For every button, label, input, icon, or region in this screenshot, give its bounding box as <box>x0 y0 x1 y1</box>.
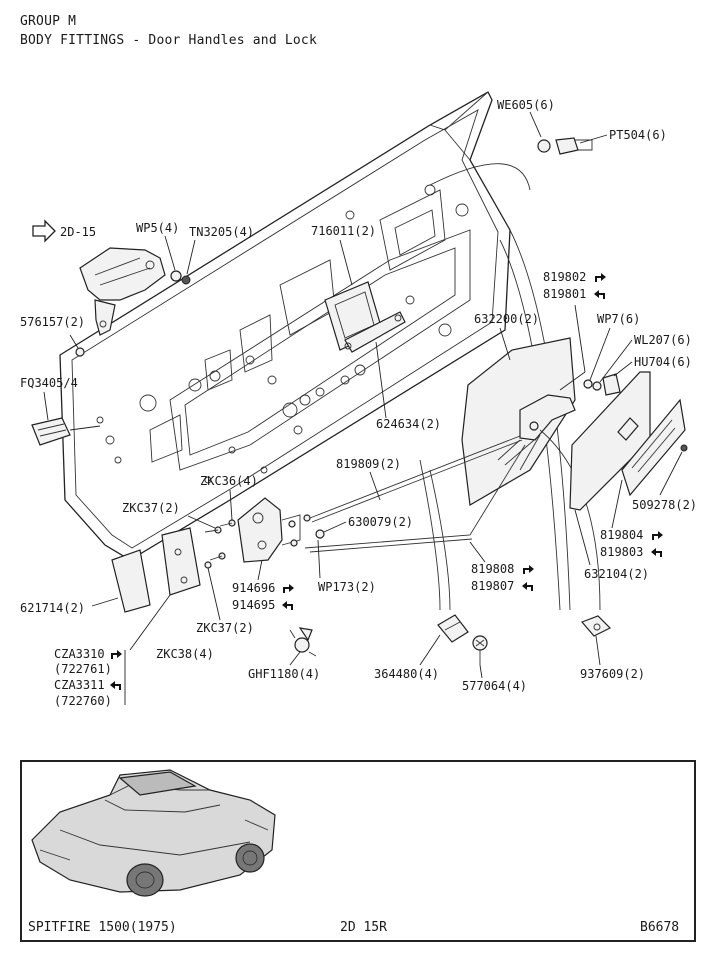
937609-clip <box>580 615 612 637</box>
right-hand-icon <box>523 565 534 574</box>
label-wl207: WL207(6) <box>634 333 692 347</box>
label-wp7: WP7(6) <box>597 312 640 326</box>
door-inner-panel <box>59 91 571 611</box>
label-819809: 819809(2) <box>336 457 401 471</box>
label-hu704: HU704(6) <box>634 355 692 369</box>
left-hand-icon <box>282 601 293 610</box>
lock-rods <box>304 435 526 553</box>
door-lock-body <box>204 497 325 563</box>
label-zkc38: ZKC38(4) <box>156 647 214 661</box>
label-576157: 576157(2) <box>20 315 85 329</box>
label-819808: 819808 <box>471 562 514 576</box>
label-819801: 819801 <box>543 287 586 301</box>
label-zkc37-upper: ZKC37(2) <box>122 501 180 515</box>
car-illustration <box>31 769 276 897</box>
footer-code: B6678 <box>640 920 680 935</box>
label-621714: 621714(2) <box>20 601 85 615</box>
right-hand-icon <box>283 584 294 593</box>
left-hand-icon <box>110 681 121 690</box>
label-624634: 624634(2) <box>376 417 441 431</box>
label-ghf1180: GHF1180(4) <box>248 667 320 681</box>
label-630079: 630079(2) <box>348 515 413 529</box>
label-we605: WE605(6) <box>497 98 555 112</box>
label-tn3205: TN3205(4) <box>189 225 254 239</box>
left-hand-icon <box>651 548 662 557</box>
remote-handle-bezel <box>569 371 688 511</box>
label-819804: 819804 <box>600 528 643 542</box>
label-509278: 509278(2) <box>632 498 697 512</box>
label-914696: 914696 <box>232 581 275 595</box>
left-hand-icon <box>594 290 605 299</box>
model-reference-box <box>20 760 696 942</box>
wp7-wl207-hu704-fixings <box>583 373 621 396</box>
label-wp5: WP5(4) <box>136 221 179 235</box>
label-819802: 819802 <box>543 270 586 284</box>
interior-door-handle <box>75 247 191 357</box>
label-716011: 716011(2) <box>311 224 376 238</box>
label-2d15: 2D-15 <box>60 225 96 239</box>
lock-escutcheon <box>324 281 406 353</box>
label-fq3405: FQ3405/4 <box>20 376 78 390</box>
trim-panel-632200 <box>461 337 576 506</box>
label-937609: 937609(2) <box>580 667 645 681</box>
label-722760: (722760) <box>54 694 112 708</box>
label-zkc36: ZKC36(4) <box>200 474 258 488</box>
left-hand-icon <box>522 582 533 591</box>
label-722761: (722761) <box>54 662 112 676</box>
exterior-screw-washer <box>537 137 593 155</box>
footer-page: 2D 15R <box>340 920 387 935</box>
right-hand-icon <box>652 531 663 540</box>
label-364480: 364480(4) <box>374 667 439 681</box>
label-cza3310: CZA3310 <box>54 647 105 661</box>
striker-plate-621714 <box>111 527 226 613</box>
fq3405-clip <box>31 417 101 446</box>
ghf1180-clip <box>289 627 317 657</box>
label-pt504: PT504(6) <box>609 128 667 142</box>
page-subtitle: BODY FITTINGS - Door Handles and Lock <box>20 33 317 48</box>
group-title: GROUP M <box>20 14 77 29</box>
label-wp173: WP173(2) <box>318 580 376 594</box>
label-819807: 819807 <box>471 579 514 593</box>
reference-arrow-icon <box>32 219 56 243</box>
label-zkc37-lower: ZKC37(2) <box>196 621 254 635</box>
364480-clip <box>437 614 469 643</box>
label-632200: 632200(2) <box>474 312 539 326</box>
label-cza3311: CZA3311 <box>54 678 105 692</box>
right-hand-icon <box>111 650 122 659</box>
label-577064: 577064(4) <box>462 679 527 693</box>
footer-model: SPITFIRE 1500(1975) <box>28 920 177 935</box>
label-632104: 632104(2) <box>584 567 649 581</box>
right-hand-icon <box>595 273 606 282</box>
label-914695: 914695 <box>232 598 275 612</box>
label-819803: 819803 <box>600 545 643 559</box>
577064-screw <box>472 635 488 665</box>
